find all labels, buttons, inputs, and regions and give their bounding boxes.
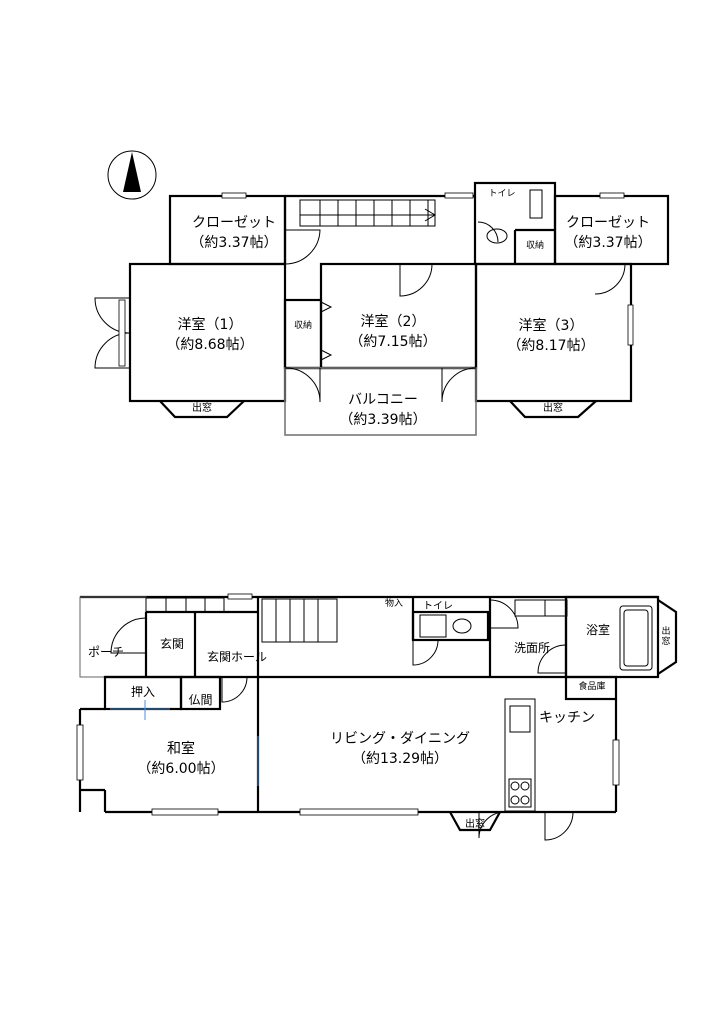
lower-toilet-label: トイレ (423, 601, 453, 612)
closet-left-label: クローゼット （約3.37帖） (190, 213, 278, 254)
lower-doors (110, 599, 574, 841)
closet-left-name: クローゼット (192, 215, 276, 231)
japanese-room-size: （約6.00帖） (137, 761, 225, 778)
upper-storage-left-label: 収納 (293, 321, 312, 331)
balcony-size: （約3.39帖） (339, 412, 427, 429)
living-dining-size: （約13.29帖） (351, 751, 449, 768)
bay-window-right-label: 出窓 (543, 403, 563, 414)
room2-size: （約7.15帖） (349, 334, 437, 351)
japanese-room-label: 和室 （約6.00帖） (126, 739, 236, 780)
room2-name: 洋室（2） (360, 314, 426, 330)
room3-label: 洋室（3） （約8.17帖） (496, 316, 606, 357)
upper-toilet-fixtures (477, 189, 543, 244)
upper-toilet-label: トイレ (488, 189, 516, 199)
entrance-hall-label: 玄関ホール (206, 650, 267, 664)
pantry-label: 食品庫 (578, 682, 606, 692)
living-dining-name: リビング・ダイニング (330, 731, 470, 747)
bath-bay-window-label: 出窓 (661, 627, 671, 647)
closet-right-name: クローゼット (566, 215, 650, 231)
room1-name: 洋室（1） (177, 317, 243, 333)
room1-size: （約8.68帖） (166, 337, 254, 354)
room2-label: 洋室（2） （約7.15帖） (338, 312, 448, 353)
butsuma-label: 仏間 (188, 693, 213, 707)
oshiire-label: 押入 (130, 685, 155, 699)
japanese-room-name: 和室 (167, 741, 195, 757)
lower-storage-label: 物入 (384, 599, 403, 609)
closet-right-label: クローゼット （約3.37帖） (558, 213, 658, 254)
bathroom-label: 浴室 (585, 623, 610, 637)
closet-left-size: （約3.37帖） (190, 235, 278, 252)
closet-right-size: （約3.37帖） (564, 235, 652, 252)
upper-stairs (299, 199, 436, 227)
living-bay-window-label: 出窓 (465, 819, 485, 830)
entrance-label: 玄関 (159, 637, 184, 651)
room3-name: 洋室（3） (518, 318, 584, 334)
washroom-label: 洗面所 (513, 641, 550, 655)
living-dining-label: リビング・ダイニング （約13.29帖） (315, 729, 485, 770)
balcony-label: バルコニー （約3.39帖） (328, 390, 438, 431)
kitchen-label: キッチン (539, 710, 595, 726)
lower-floor-walls (78, 595, 660, 814)
north-arrow-icon (107, 150, 157, 200)
porch-label: ポーチ (87, 645, 124, 659)
lower-windows (76, 593, 678, 832)
bay-window-left-label: 出窓 (192, 403, 212, 414)
upper-storage-right-label: 収納 (525, 241, 544, 251)
room3-size: （約8.17帖） (507, 338, 595, 355)
upper-windows (118, 192, 634, 419)
room1-label: 洋室（1） （約8.68帖） (155, 315, 265, 356)
balcony-name: バルコニー (348, 392, 418, 408)
